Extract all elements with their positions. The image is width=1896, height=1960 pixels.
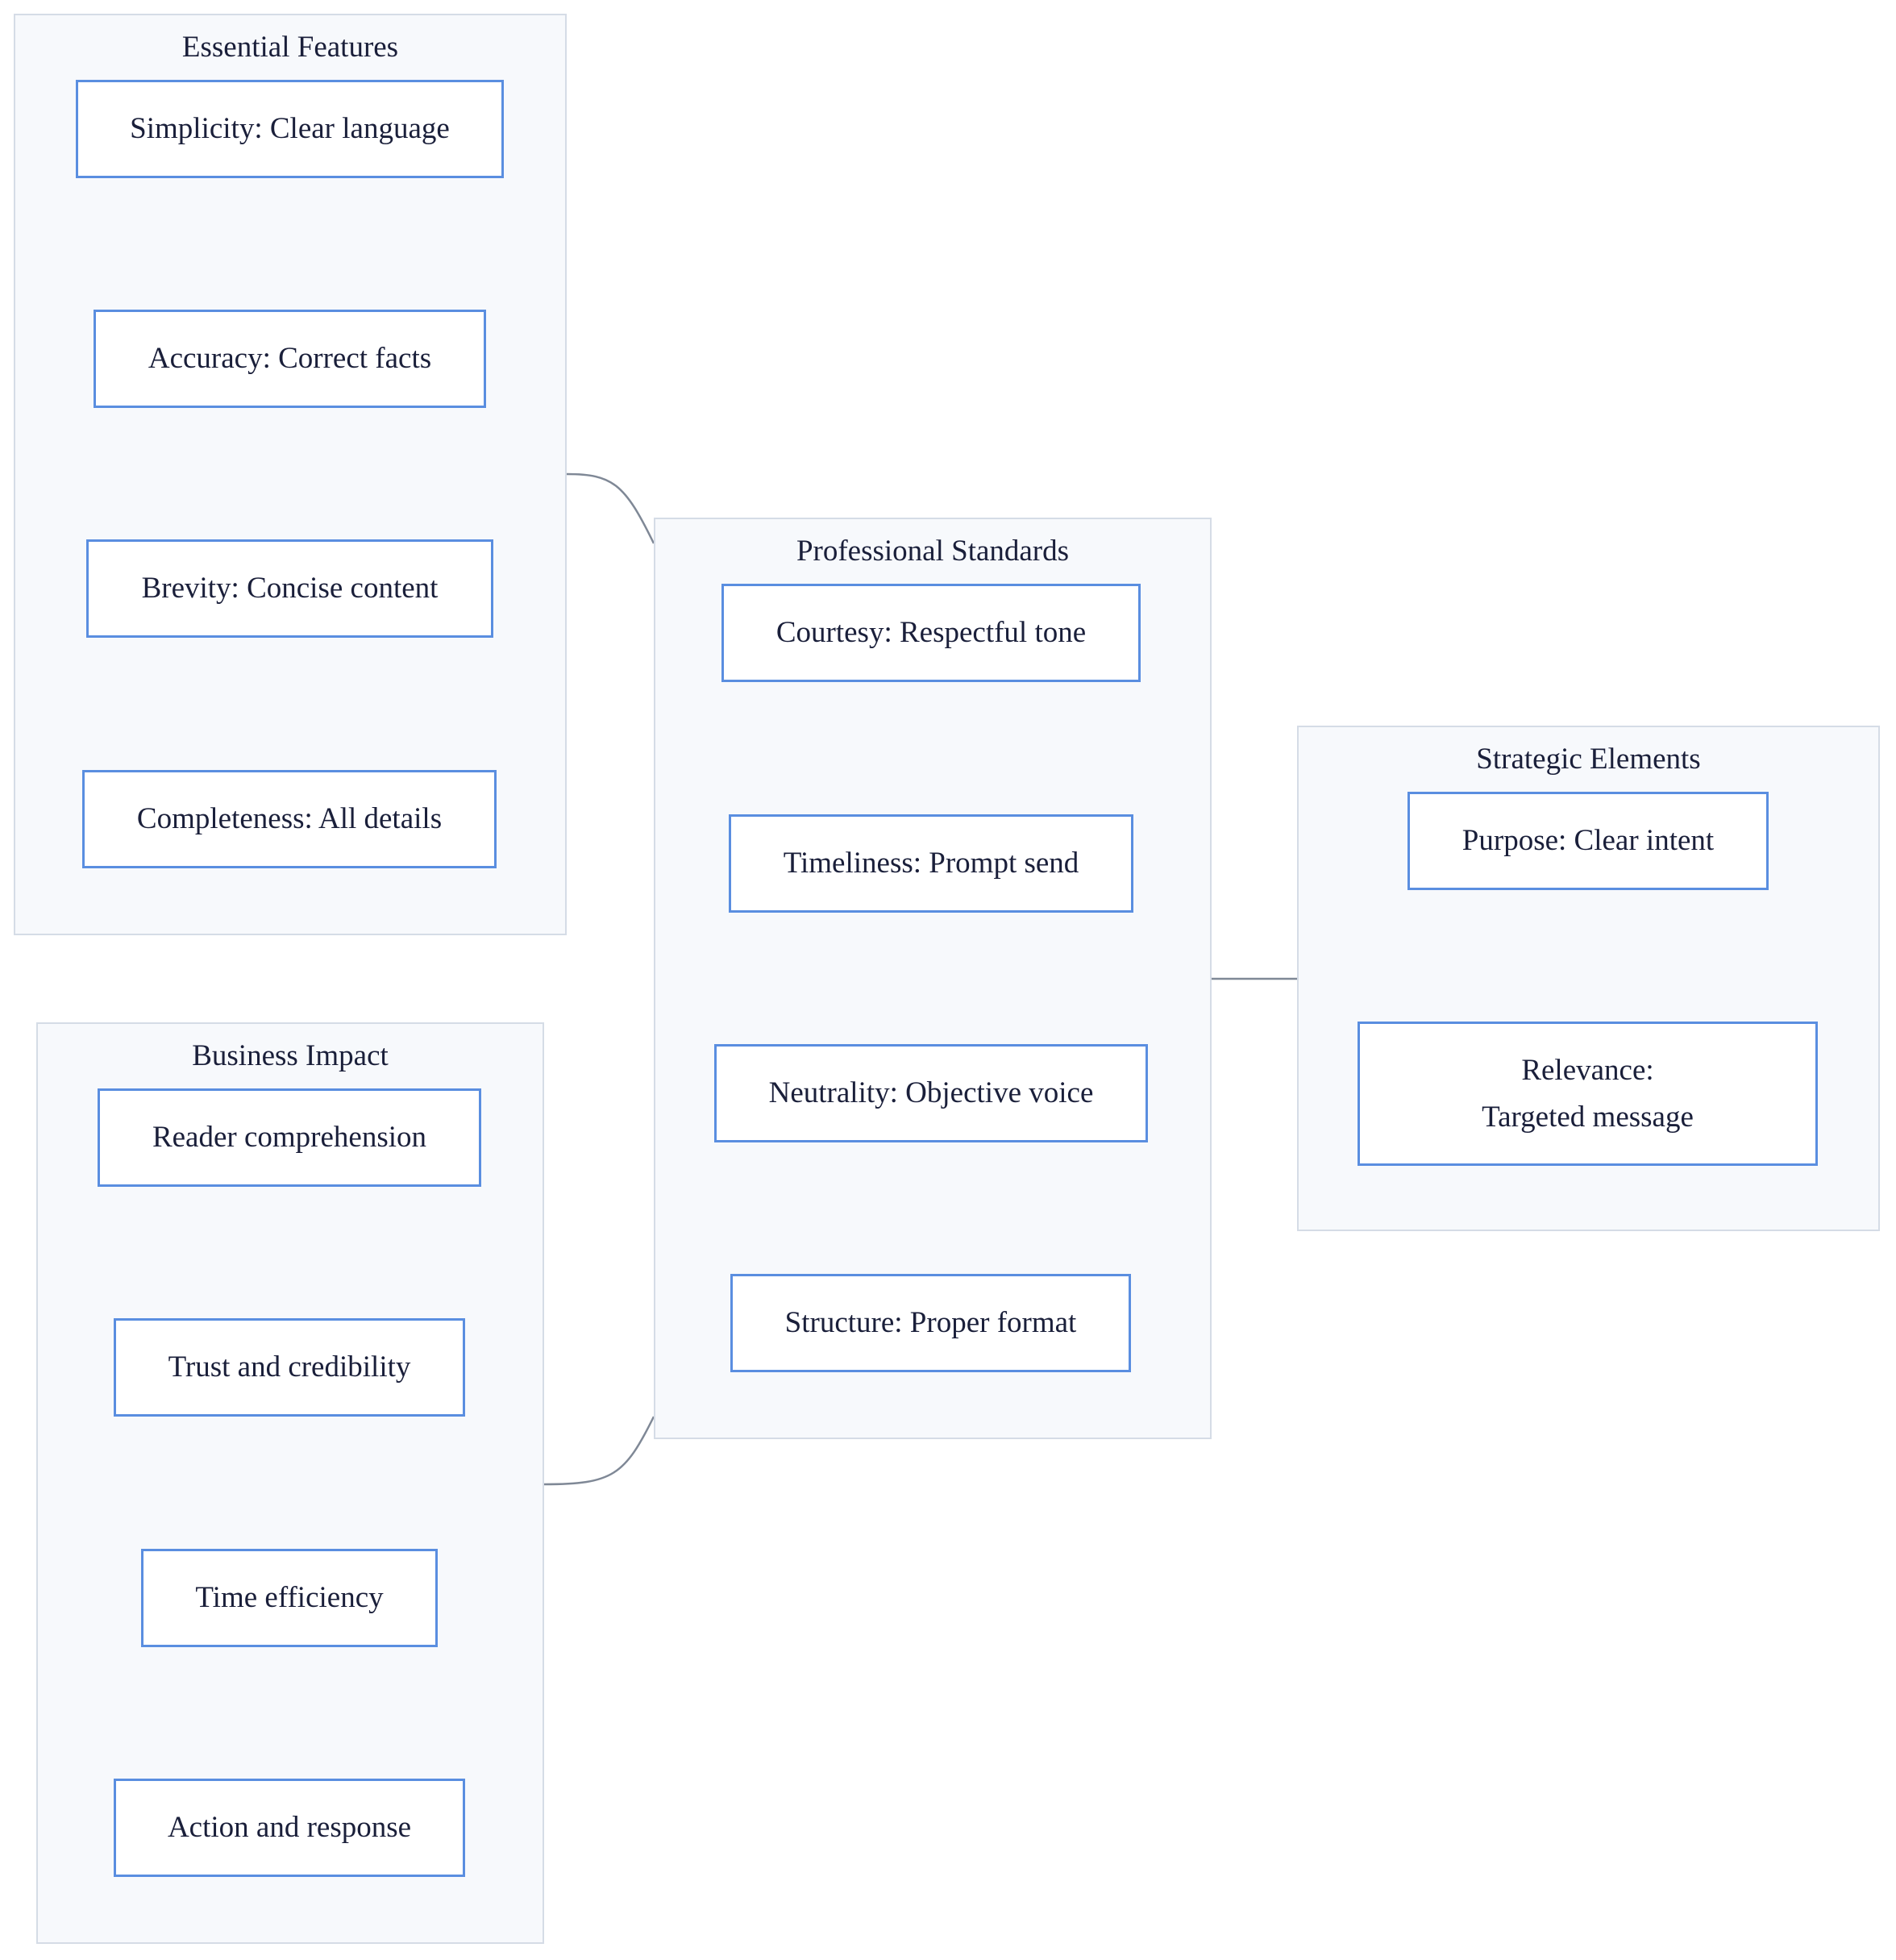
node-brevity[interactable]: Brevity: Concise content <box>86 539 493 638</box>
group-title: Business Impact <box>192 1039 389 1072</box>
node-timeliness[interactable]: Timeliness: Prompt send <box>729 814 1133 913</box>
node-action-response[interactable]: Action and response <box>114 1779 465 1877</box>
node-reader-comprehension[interactable]: Reader comprehension <box>98 1088 481 1187</box>
connector-essential-professional <box>566 472 655 544</box>
node-neutrality[interactable]: Neutrality: Objective voice <box>714 1044 1148 1142</box>
connector-business-professional <box>543 1416 655 1486</box>
group-title: Essential Features <box>181 31 399 64</box>
group-title: Professional Standards <box>796 535 1070 568</box>
node-courtesy[interactable]: Courtesy: Respectful tone <box>721 584 1141 682</box>
node-accuracy[interactable]: Accuracy: Correct facts <box>94 310 486 408</box>
node-relevance[interactable]: Relevance: Targeted message <box>1358 1022 1818 1166</box>
node-purpose[interactable]: Purpose: Clear intent <box>1407 792 1769 890</box>
node-structure[interactable]: Structure: Proper format <box>730 1274 1131 1372</box>
group-title: Strategic Elements <box>1476 743 1701 776</box>
node-completeness[interactable]: Completeness: All details <box>82 770 497 868</box>
node-trust-credibility[interactable]: Trust and credibility <box>114 1318 465 1417</box>
node-time-efficiency[interactable]: Time efficiency <box>141 1549 438 1647</box>
node-simplicity[interactable]: Simplicity: Clear language <box>76 80 504 178</box>
